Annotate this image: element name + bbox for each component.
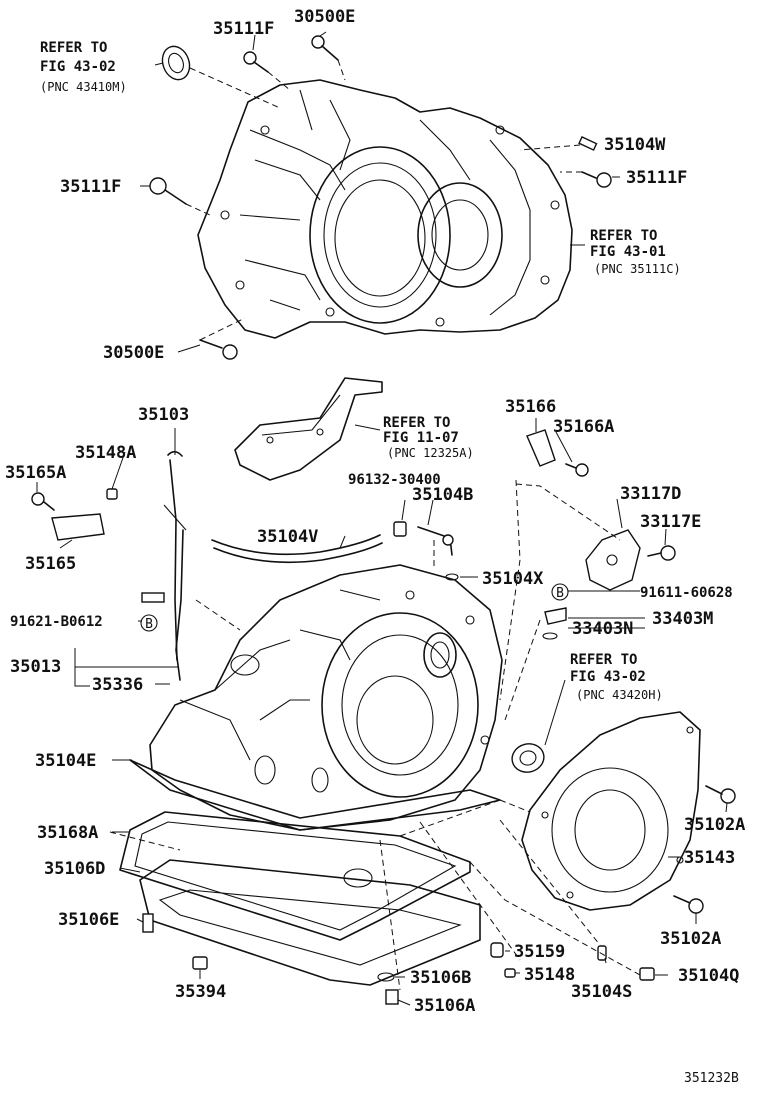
svg-text:FIG 43-01: FIG 43-01 xyxy=(590,244,666,260)
svg-text:FIG 11-07: FIG 11-07 xyxy=(383,430,459,446)
oil-seal-top-drawing xyxy=(161,45,191,81)
oil-pan-gasket-35168A-drawing xyxy=(119,811,471,941)
bracket-35165-drawing xyxy=(51,513,105,541)
part-label-35104E: 35104E xyxy=(35,751,96,771)
part-label-33403N: 33403N xyxy=(572,619,633,639)
pin-35104W-drawing xyxy=(578,135,598,151)
part-label-35148: 35148 xyxy=(524,965,575,985)
part-label-35104S: 35104S xyxy=(571,982,632,1002)
diagram-id: 351232B xyxy=(684,1071,739,1086)
bolt-35102A-1-drawing xyxy=(705,785,736,804)
svg-text:B: B xyxy=(145,617,153,632)
b-symbol-left: B xyxy=(140,614,158,632)
plug-35148A-drawing xyxy=(106,488,118,500)
transmission-housing-drawing xyxy=(197,79,573,339)
part-label-35106E: 35106E xyxy=(58,910,119,930)
svg-text:REFER TO: REFER TO xyxy=(383,415,450,431)
part-label-35106A: 35106A xyxy=(414,996,475,1016)
part-label-91621-B0612: 91621-B0612 xyxy=(10,614,103,630)
part-label-33117D: 33117D xyxy=(620,484,681,504)
lever-33403M-drawing xyxy=(542,607,567,640)
bolt-35111F-right-drawing xyxy=(581,171,612,188)
part-label-35148A: 35148A xyxy=(75,443,136,463)
part-label-35165A: 35165A xyxy=(5,463,66,483)
part-label-35166A: 35166A xyxy=(553,417,614,437)
bolt-35111F-top-drawing xyxy=(243,51,269,73)
refer-note-43420H: REFER TO FIG 43-02 (PNC 43420H) xyxy=(570,652,663,702)
hose-35104V-drawing xyxy=(211,534,383,564)
part-label-35013: 35013 xyxy=(10,657,61,677)
part-label-96132-30400: 96132-30400 xyxy=(348,472,441,488)
plug-35104Q-drawing xyxy=(639,967,655,981)
part-label-35102A-upper: 35102A xyxy=(684,815,745,835)
svg-text:(PNC 35111C): (PNC 35111C) xyxy=(594,262,681,276)
part-label-35102A-lower: 35102A xyxy=(660,929,721,949)
part-label-35106D: 35106D xyxy=(44,859,105,879)
bolt-35166A-drawing xyxy=(565,463,589,477)
magnet-35394-drawing xyxy=(192,956,208,970)
part-label-35111F-right: 35111F xyxy=(626,168,687,188)
side-cover-35143-drawing xyxy=(521,711,701,911)
part-label-33403M: 33403M xyxy=(652,609,713,629)
b-symbol-right: B xyxy=(551,583,569,601)
part-label-35104W: 35104W xyxy=(604,135,666,155)
svg-text:(PNC 43410M): (PNC 43410M) xyxy=(40,80,127,94)
pin-35104S-drawing xyxy=(597,945,607,961)
part-label-35111F-left: 35111F xyxy=(60,177,121,197)
bracket-33117D-drawing xyxy=(585,529,641,591)
part-label-35106B: 35106B xyxy=(410,968,471,988)
gasket-35106B-drawing xyxy=(377,972,395,982)
oil-seal-43420H-drawing xyxy=(511,743,545,773)
svg-text:REFER TO: REFER TO xyxy=(40,40,107,56)
svg-text:B: B xyxy=(556,586,564,601)
svg-text:FIG 43-02: FIG 43-02 xyxy=(570,669,646,685)
union-96132-drawing xyxy=(393,521,407,537)
part-label-30500E-left: 30500E xyxy=(103,343,164,363)
bolt-35102A-2-drawing xyxy=(673,895,704,914)
part-label-91611-60628: 91611-60628 xyxy=(640,585,733,601)
part-label-35159: 35159 xyxy=(514,942,565,962)
part-label-33117E: 33117E xyxy=(640,512,701,532)
refer-note-43410M: REFER TO FIG 43-02 (PNC 43410M) xyxy=(40,40,127,94)
part-label-35336: 35336 xyxy=(92,675,143,695)
part-label-35168A: 35168A xyxy=(37,823,98,843)
bolt-30500E-left-drawing xyxy=(199,339,238,360)
stopper-35166-drawing xyxy=(526,429,556,467)
part-label-35103: 35103 xyxy=(138,405,189,425)
oil-pan-35106D-drawing xyxy=(139,859,481,986)
part-label-35166: 35166 xyxy=(505,397,556,417)
bracket-12325A-drawing xyxy=(234,377,383,481)
plug-35148-drawing xyxy=(504,968,516,978)
bolt-33117E-drawing xyxy=(647,545,676,561)
tube-35013-drawing xyxy=(141,529,184,681)
part-label-35111F-top: 35111F xyxy=(213,19,274,39)
svg-text:(PNC 12325A): (PNC 12325A) xyxy=(387,446,474,460)
drain-plug-35106E-drawing xyxy=(142,913,154,933)
svg-text:REFER TO: REFER TO xyxy=(590,228,657,244)
part-label-35165: 35165 xyxy=(25,554,76,574)
bolt-35111F-left-drawing xyxy=(149,177,187,205)
bolt-35165A-drawing xyxy=(31,492,55,511)
union-35104B-drawing xyxy=(417,526,454,556)
transaxle-case-drawing xyxy=(129,564,503,831)
plug-35159-drawing xyxy=(490,942,504,958)
part-label-35104B: 35104B xyxy=(412,485,473,505)
drain-plug-35106A-drawing xyxy=(385,989,399,1005)
refer-note-12325A: REFER TO FIG 11-07 (PNC 12325A) xyxy=(383,415,474,460)
bolt-30500E-top-drawing xyxy=(311,35,339,61)
leader-lines xyxy=(36,31,728,1006)
part-label-35104X: 35104X xyxy=(482,569,544,589)
part-label-30500E-top: 30500E xyxy=(294,7,355,27)
part-label-35394: 35394 xyxy=(175,982,226,1002)
svg-text:REFER TO: REFER TO xyxy=(570,652,637,668)
svg-text:FIG 43-02: FIG 43-02 xyxy=(40,59,116,75)
part-labels: 35111F 30500E 35104W 35111F 35111F 30500… xyxy=(5,7,745,1016)
refer-note-35111C: REFER TO FIG 43-01 (PNC 35111C) xyxy=(590,228,681,276)
part-label-35104V: 35104V xyxy=(257,527,318,547)
part-label-35143: 35143 xyxy=(684,848,735,868)
svg-text:(PNC 43420H): (PNC 43420H) xyxy=(576,688,663,702)
part-label-35104Q: 35104Q xyxy=(678,966,739,986)
